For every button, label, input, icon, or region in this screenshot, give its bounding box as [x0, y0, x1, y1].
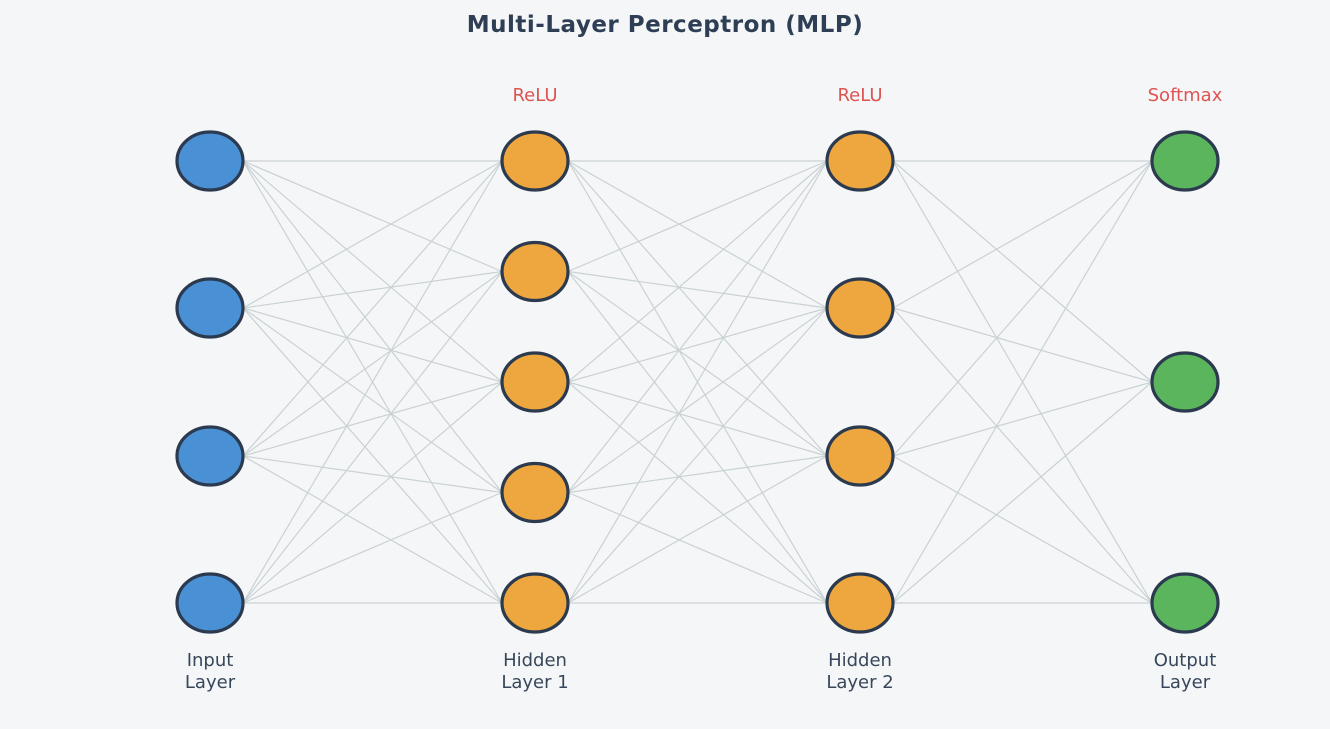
connection-line: [567, 307, 828, 604]
layer-label-output-layer-line1: Output: [1154, 650, 1217, 671]
hidden-layer-1-node: [500, 130, 570, 192]
activation-label-hidden-layer-1: ReLU: [512, 85, 557, 106]
connection-line: [567, 160, 828, 383]
connection-line: [567, 160, 828, 273]
connection-line: [892, 381, 1153, 604]
connection-line: [242, 160, 503, 493]
connection-line: [242, 381, 503, 604]
output-layer-node: [1150, 130, 1220, 192]
layer-label-input-layer-line1: Input: [187, 650, 234, 671]
connection-line: [567, 381, 828, 457]
connection-line: [892, 160, 1153, 309]
connection-line: [567, 160, 828, 604]
connection-line: [892, 160, 1153, 457]
connection-line: [242, 307, 503, 604]
hidden-layer-1-node: [500, 572, 570, 634]
connection-line: [567, 307, 828, 383]
connection-line: [242, 455, 503, 604]
connection-line: [567, 160, 828, 309]
connection-line: [242, 271, 503, 457]
connection-line: [242, 381, 503, 457]
connection-line: [567, 455, 828, 604]
hidden-layer-2-node: [825, 130, 895, 192]
connection-line: [892, 160, 1153, 383]
connection-line: [892, 307, 1153, 604]
connection-line: [242, 491, 503, 604]
connection-line: [567, 270, 828, 309]
connection-line: [892, 307, 1153, 383]
connection-line: [892, 455, 1153, 604]
input-layer-node: [175, 277, 245, 339]
connection-line: [892, 160, 1153, 604]
layer-label-hidden-layer-1-line1: Hidden: [503, 650, 567, 671]
layer-label-hidden-layer-1-line2: Layer 1: [501, 672, 568, 693]
connection-line: [567, 307, 828, 493]
connection-line: [242, 455, 503, 494]
input-layer-node: [175, 130, 245, 192]
connection-line: [567, 271, 828, 457]
connection-line: [567, 491, 828, 604]
layer-label-hidden-layer-2-line2: Layer 2: [826, 672, 893, 693]
input-layer-node: [175, 572, 245, 634]
connection-line: [242, 307, 503, 493]
hidden-layer-1-node: [500, 461, 570, 524]
connection-line: [242, 160, 503, 383]
activation-label-output-layer: Softmax: [1148, 85, 1223, 106]
layer-label-hidden-layer-2-line1: Hidden: [828, 650, 892, 671]
figure-title: Multi-Layer Perceptron (MLP): [466, 12, 864, 38]
activation-label-hidden-layer-2: ReLU: [837, 85, 882, 106]
hidden-layer-2-node: [825, 277, 895, 339]
connection-line: [567, 160, 828, 457]
connection-line: [567, 271, 828, 604]
connection-line: [567, 381, 828, 604]
connection-line: [567, 160, 828, 493]
connection-line: [242, 270, 503, 309]
connection-line: [242, 271, 503, 604]
output-layer-node: [1150, 572, 1220, 634]
layer-label-input-layer-line2: Layer: [185, 672, 236, 693]
input-layer-node: [175, 425, 245, 487]
connection-line: [242, 307, 503, 383]
connection-line: [242, 160, 503, 273]
hidden-layer-2-node: [825, 572, 895, 634]
connection-line: [242, 160, 503, 604]
connection-line: [567, 455, 828, 494]
hidden-layer-1-node: [500, 351, 570, 413]
hidden-layer-1-node: [500, 240, 570, 303]
connection-line: [242, 160, 503, 457]
connection-line: [242, 160, 503, 309]
output-layer-node: [1150, 351, 1220, 413]
layer-label-output-layer-line2: Layer: [1160, 672, 1211, 693]
connection-line: [892, 381, 1153, 457]
hidden-layer-2-node: [825, 425, 895, 487]
